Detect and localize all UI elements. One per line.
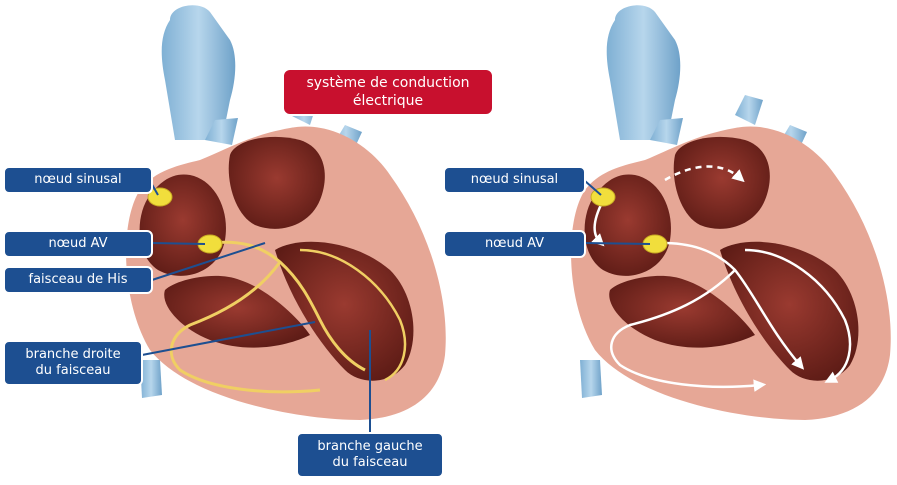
label-sinus-node-left: nœud sinusal <box>3 166 153 194</box>
right-heart-illustration <box>571 5 891 420</box>
pulmonary-vessel <box>735 95 763 125</box>
inferior-vena-cava <box>140 360 162 398</box>
inferior-vena-cava <box>580 360 602 398</box>
label-sinus-node-right: nœud sinusal <box>443 166 586 194</box>
diagram-title: système de conduction électrique <box>282 68 494 116</box>
label-bundle-his: faisceau de His <box>3 266 153 294</box>
leader-av-node <box>152 243 205 244</box>
label-right-branch: branche droite du faisceau <box>3 340 143 386</box>
label-av-node-right: nœud AV <box>443 230 586 258</box>
label-left-branch: branche gauche du faisceau <box>296 432 444 478</box>
title-line-1: système de conduction <box>306 74 469 92</box>
leader-av-node <box>585 243 650 244</box>
title-line-2: électrique <box>353 92 423 110</box>
label-av-node-left: nœud AV <box>3 230 153 258</box>
